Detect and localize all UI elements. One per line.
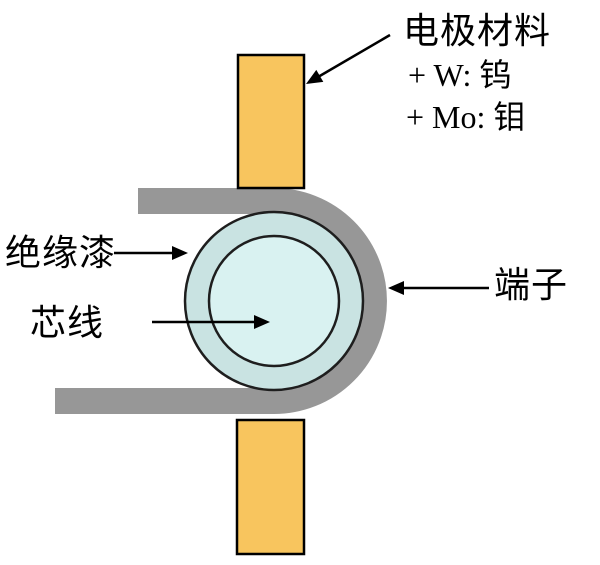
electrode-arrow-head bbox=[306, 69, 324, 84]
core-pointer-arrow bbox=[152, 315, 270, 329]
terminal-clip-shape bbox=[55, 188, 387, 414]
electrode-bar-bottom bbox=[235, 418, 306, 556]
electrode-bar-top bbox=[236, 53, 306, 190]
terminal-label: 端子 bbox=[494, 265, 568, 305]
tungsten-bullet-line: + W: 钨 bbox=[408, 57, 511, 93]
terminal-pointer-arrow bbox=[388, 281, 489, 295]
molybdenum-bullet-line: + Mo: 钼 bbox=[406, 99, 525, 135]
insulation-label: 绝缘漆 bbox=[5, 233, 116, 273]
core-wire-label: 芯线 bbox=[30, 303, 104, 343]
electrode-pointer-arrow bbox=[306, 33, 391, 84]
electrode-arrow-line bbox=[317, 33, 391, 79]
electrode-material-label: 电极材料 bbox=[403, 11, 551, 51]
terminal-arrow-head bbox=[388, 281, 404, 295]
insulation-arrow-head bbox=[172, 246, 188, 260]
core-arrow-head bbox=[254, 315, 270, 329]
insulation-pointer-arrow bbox=[114, 246, 188, 260]
core-wire-circle bbox=[207, 234, 341, 368]
